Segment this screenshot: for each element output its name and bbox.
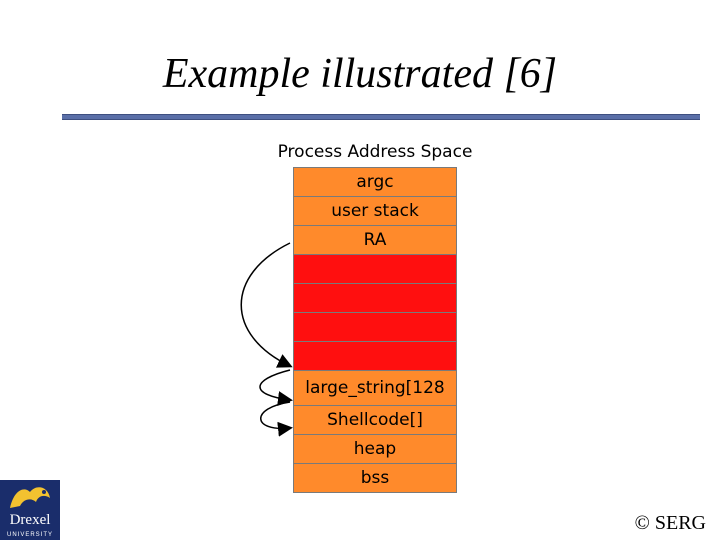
logo-wordmark: Drexel: [9, 512, 51, 528]
address-space-stack: argc user stack RA large_string[128 Shel…: [293, 167, 457, 493]
cell-overwritten-4: [293, 341, 457, 371]
arrow-buffer-to-string: [259, 369, 293, 406]
slide-title: Example illustrated [6]: [162, 51, 558, 97]
cell-user-stack: user stack: [293, 196, 457, 226]
arrow-ra-to-buffer: [240, 242, 293, 368]
title-divider: [62, 114, 700, 120]
cell-argc: argc: [293, 167, 457, 197]
cell-shellcode: Shellcode[]: [293, 405, 457, 435]
diagram-caption: Process Address Space: [277, 142, 473, 162]
dragon-icon: [10, 487, 50, 508]
drexel-logo: Drexel UNIVERSITY: [0, 480, 60, 540]
cell-overwritten-2: [293, 283, 457, 313]
logo-subtitle: UNIVERSITY: [6, 532, 53, 538]
cell-overwritten-3: [293, 312, 457, 342]
cell-overwritten-1: [293, 254, 457, 284]
copyright-footer: © SERG: [634, 512, 706, 534]
cell-heap: heap: [293, 434, 457, 464]
cell-bss: bss: [293, 463, 457, 493]
arrow-string-to-shellcode: [260, 401, 293, 437]
